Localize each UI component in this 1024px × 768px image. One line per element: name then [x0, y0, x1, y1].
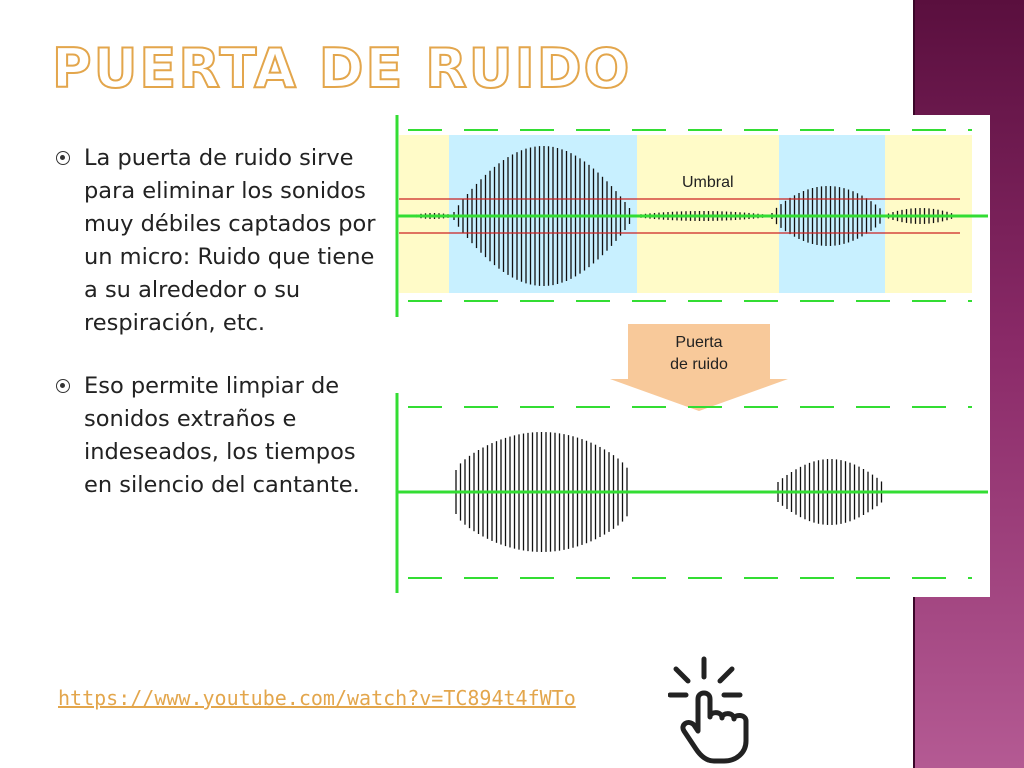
gate-arrow [610, 324, 788, 411]
gate-label-line1: Puerta [675, 334, 722, 351]
youtube-link[interactable]: https://www.youtube.com/watch?v=TC894t4f… [58, 686, 576, 710]
band-cyan-1 [449, 135, 637, 293]
noise-gate-diagram: Umbral Puerta de ruido [392, 115, 990, 597]
threshold-label: Umbral [682, 174, 734, 191]
bullet-text: Eso permite limpiar de sonidos extraños … [84, 373, 360, 498]
bullet-item: Eso permite limpiar de sonidos extraños … [52, 370, 382, 502]
bullet-item: La puerta de ruido sirve para eliminar l… [52, 142, 382, 340]
gate-label-line2: de ruido [670, 356, 728, 373]
band-yellow-left [399, 135, 449, 293]
band-cyan-2 [779, 135, 885, 293]
slide-title: Puerta de ruido [51, 37, 632, 100]
bullet-circle-icon [56, 151, 70, 165]
pointing-hand-icon [668, 656, 749, 764]
bullet-text: La puerta de ruido sirve para eliminar l… [84, 145, 376, 336]
bullet-circle-icon [56, 379, 70, 393]
bullet-list: La puerta de ruido sirve para eliminar l… [52, 142, 382, 532]
noise-gate-svg: Umbral Puerta de ruido [395, 115, 988, 593]
